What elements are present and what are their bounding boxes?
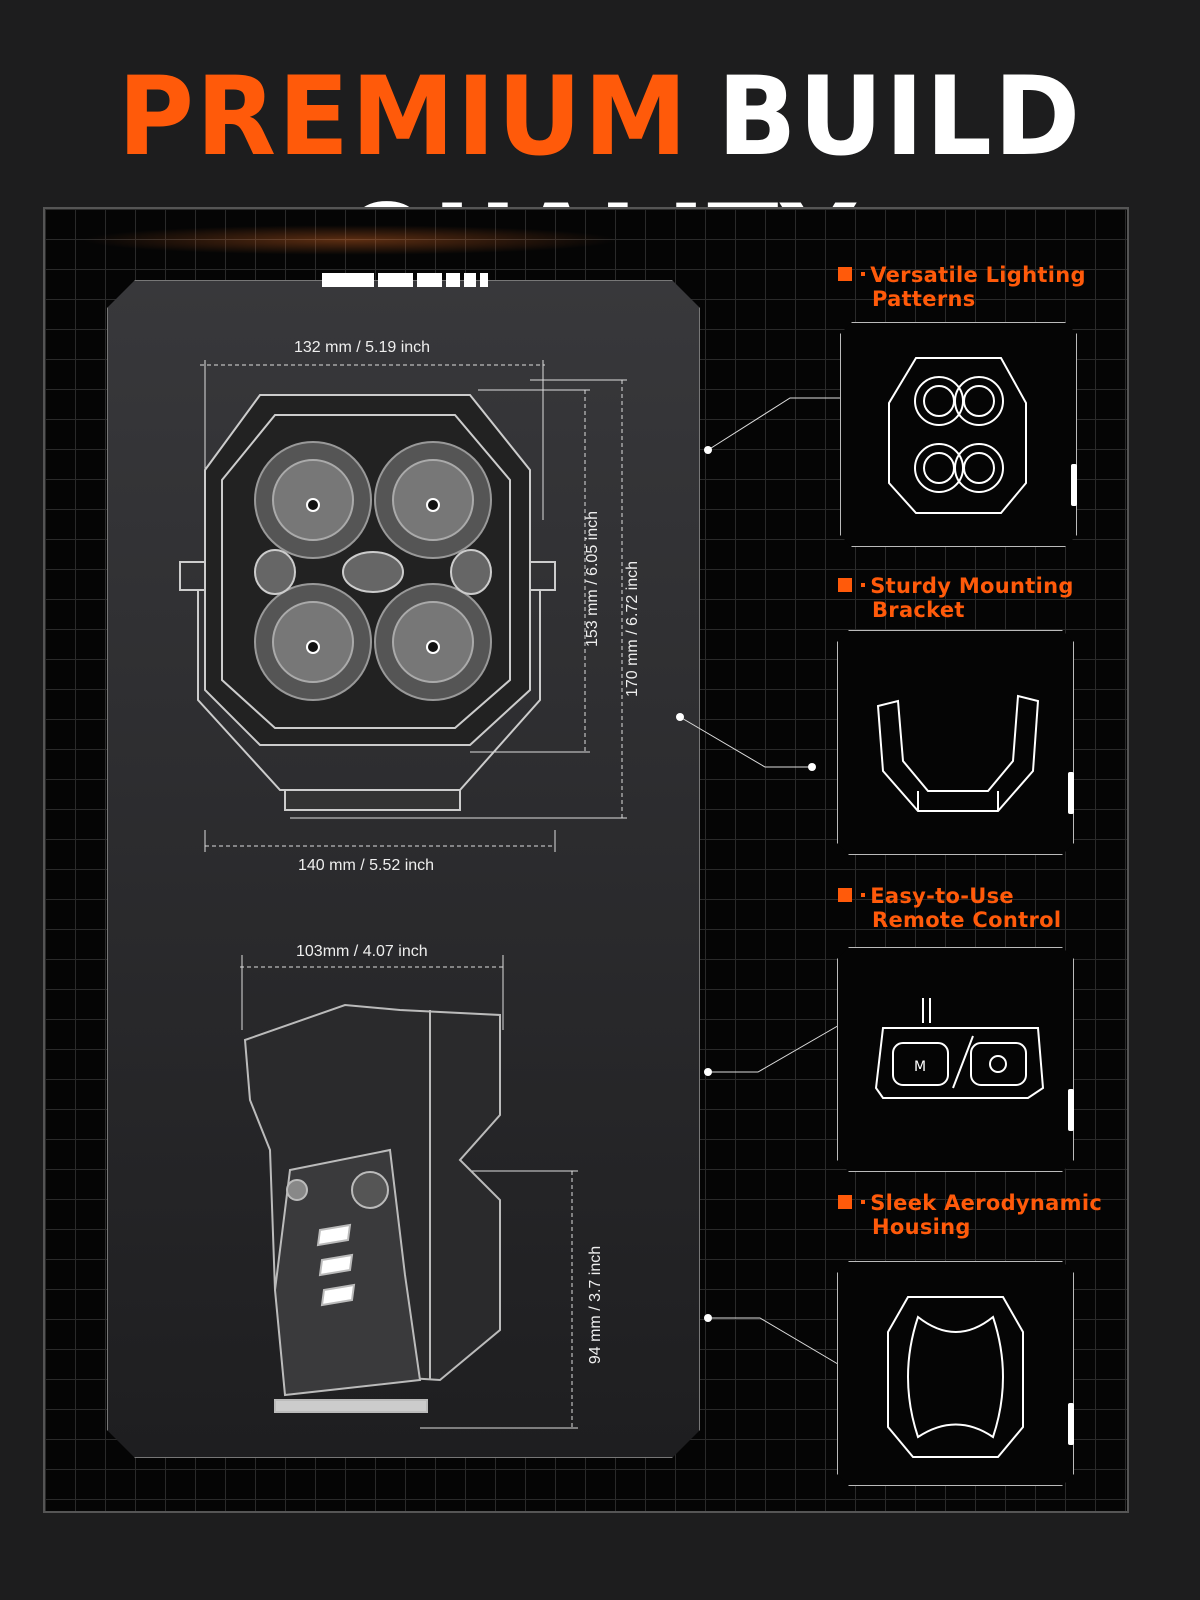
feature-line1: Versatile Lighting (870, 263, 1086, 287)
lamp-front-view (179, 394, 556, 811)
panel-tick-marks (322, 273, 488, 287)
feature-line2: Remote Control (872, 908, 1062, 932)
feature-line2: Patterns (872, 287, 976, 311)
dim-front-bottom-width: 140 mm / 5.52 inch (298, 857, 435, 874)
feature-box-bracket (837, 630, 1074, 855)
dim-side-height: 94 mm / 3.7 inch (587, 1245, 605, 1365)
feature-box-lighting (840, 322, 1077, 547)
dim-front-inner-height: 153 mm / 6.05 inch (584, 510, 602, 648)
feature-line2: Bracket (872, 598, 965, 622)
title-highlight: PREMIUM (117, 51, 690, 180)
feature-line2: Housing (872, 1215, 971, 1239)
feature-line1: Easy-to-Use (870, 884, 1014, 908)
glow-accent (80, 225, 620, 255)
dim-side-depth: 103mm / 4.07 inch (296, 943, 428, 960)
power-icon (990, 1056, 1006, 1072)
feature-line1: Sleek Aerodynamic (870, 1191, 1103, 1215)
housing-icon (838, 1262, 1075, 1487)
lamp-side-view (243, 1003, 501, 1413)
remote-control-icon: M (838, 948, 1075, 1173)
dim-front-top-width: 132 mm / 5.19 inch (294, 339, 431, 356)
mode-button-label: M (914, 1059, 926, 1075)
light-pod-front-icon (841, 323, 1078, 548)
mounting-bracket-icon (838, 631, 1075, 856)
feature-box-housing (837, 1261, 1074, 1486)
feature-box-remote: M (837, 947, 1074, 1172)
dim-front-total-height: 170 mm / 6.72 inch (624, 560, 642, 698)
feature-line1: Sturdy Mounting (870, 574, 1074, 598)
